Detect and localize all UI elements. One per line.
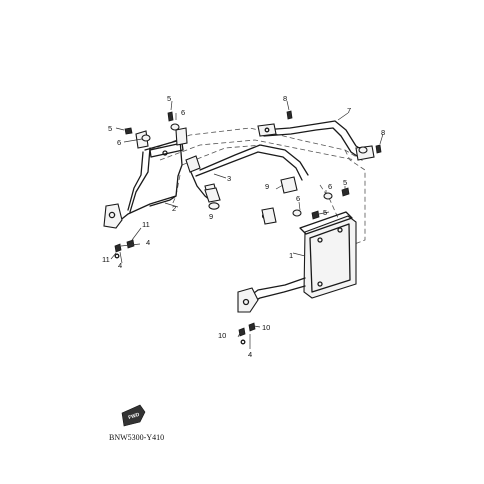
callout-5-top: 5 (167, 94, 171, 103)
collar-right (261, 176, 298, 225)
callout-3: 3 (227, 174, 231, 183)
callout-2: 2 (172, 204, 176, 213)
callout-8-right: 8 (381, 128, 385, 137)
callout-5-right-lower: 5 (323, 208, 327, 217)
diagram-code: BNW5300-Y410 (109, 433, 164, 442)
callout-5-left: 5 (108, 124, 112, 133)
callout-labels: 1 2 3 4 4 4 5 5 5 5 6 6 6 6 7 8 8 9 9 10… (102, 94, 385, 359)
forward-arrow-icon: FWD (121, 404, 146, 427)
callout-10-right: 10 (262, 323, 270, 332)
callout-6-right-upper: 6 (328, 182, 332, 191)
fasteners-lower (114, 239, 256, 345)
callout-5-right-upper: 5 (343, 178, 347, 187)
leader-lines (110, 100, 384, 349)
callout-7: 7 (347, 106, 351, 115)
callout-4-upper: 4 (146, 238, 150, 247)
upper-right-bar (257, 120, 375, 161)
right-side-bracket (237, 211, 357, 313)
callout-10-left: 10 (218, 331, 226, 340)
callout-6-right-lower: 6 (296, 194, 300, 203)
callout-9-left: 9 (209, 212, 213, 221)
callout-9-right: 9 (265, 182, 269, 191)
callout-11-upper: 11 (142, 220, 150, 229)
center-curved-tube (185, 144, 309, 202)
callout-4-lower: 4 (118, 261, 122, 270)
fwd-label: FWD (128, 412, 141, 421)
callout-6-left: 6 (117, 138, 121, 147)
bolts (124, 110, 382, 220)
bushings (141, 123, 368, 217)
callout-6-top: 6 (181, 108, 185, 117)
collar-left (204, 187, 221, 210)
callout-4-bottom: 4 (248, 350, 252, 359)
callout-11-lower: 11 (102, 255, 110, 264)
callout-8-top: 8 (283, 94, 287, 103)
callout-1: 1 (289, 251, 293, 260)
